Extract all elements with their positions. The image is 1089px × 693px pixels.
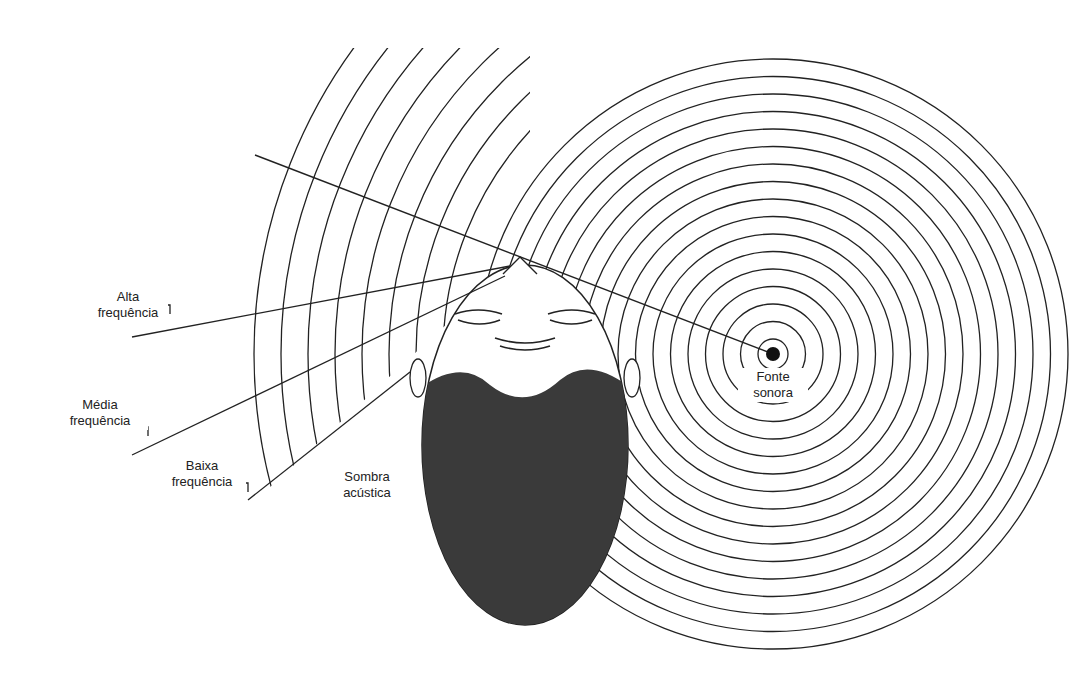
wave-arc [281, 0, 1089, 693]
wave-ring [636, 217, 911, 492]
leader-lines [132, 266, 510, 500]
eyes [455, 310, 595, 350]
source-label: Fonte sonora [738, 368, 808, 402]
wave-ring [688, 269, 858, 439]
wave-ring [583, 164, 963, 544]
nose [503, 257, 537, 274]
wave-ring [706, 287, 841, 422]
wave-ring [601, 182, 946, 527]
wave-ring [671, 252, 876, 457]
left-ear [410, 359, 426, 397]
wave-ring [723, 304, 823, 404]
wave-arc [389, 0, 1089, 693]
wave-ring [758, 339, 788, 369]
wave-ring [566, 147, 981, 562]
wave-arc [335, 0, 1089, 693]
shadow-label: Sombra acústica [330, 468, 404, 502]
sound-source-dot [766, 347, 780, 361]
wave-arc [362, 0, 1089, 693]
wave-arc [254, 0, 1089, 693]
frequency-label: Alta frequência [88, 288, 168, 322]
wave-arc [308, 0, 1089, 693]
wave-ring [618, 199, 928, 509]
wave-ring [653, 234, 893, 474]
frequency-label: Média frequência [52, 396, 148, 430]
right-ear [624, 359, 640, 397]
frequency-label: Baixa frequência [158, 457, 246, 491]
diffracted-wave-fronts [254, 0, 1089, 693]
hair [400, 369, 650, 693]
